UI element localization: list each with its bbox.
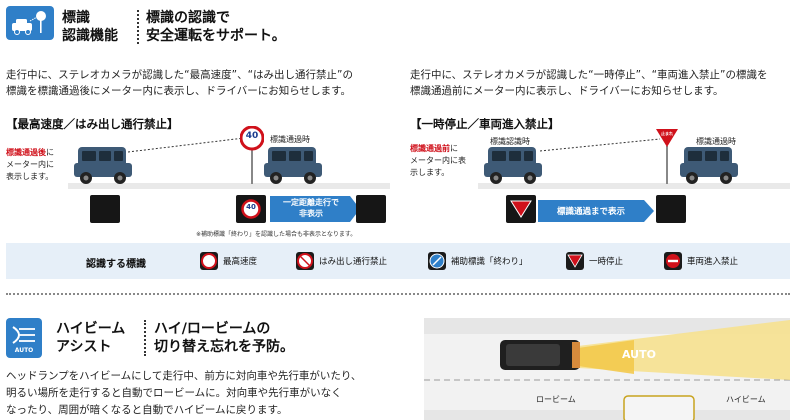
left-note-line3: 表示します。 [6, 172, 54, 181]
right-label-recognized: 標識認識時 [490, 137, 530, 146]
feature1-separator [137, 10, 139, 44]
left-footnote: ※補助標識「終わり」を認識した場合も非表示となります。 [196, 231, 357, 238]
right-para-line2: 標識通過前にメーター内に表示し、ドライバーにお知らせします。 [410, 85, 724, 97]
feature2-para-line2: 明るい場所を走行すると自動でロービームに。対向車や先行車がいなく [6, 387, 342, 399]
right-band-arrow [538, 200, 654, 222]
legend-label-no-entry: 車両進入禁止 [687, 257, 739, 267]
left-meter-on: 40 [236, 195, 266, 223]
right-note-line2: メーター内に表 [410, 156, 466, 165]
high-beam-illustration: AUTO ロービーム ハイビーム [424, 318, 790, 420]
left-band-arrow [270, 196, 360, 222]
feature2-title-line2: アシスト [56, 339, 112, 355]
feature1-desc-line1: 標識の認識で [146, 10, 230, 26]
left-note: 標識通過後に メーター内に 表示します。 [6, 147, 68, 183]
right-car-before [484, 147, 542, 184]
feature1-title: 標識 認識機能 [62, 9, 118, 45]
right-band-text: 標識通過まで表示 [556, 207, 625, 217]
left-road [68, 183, 390, 189]
right-stop-sign-text: 止まれ [661, 131, 673, 136]
feature2-para-line3: なったり、周囲が暗くなると自動でハイビームに戻ります。 [6, 404, 288, 416]
feature1-description: 標識の認識で 安全運転をサポート。 [146, 9, 286, 45]
right-section-heading: 【一時停止／車両進入禁止】 [410, 117, 560, 131]
feature2-paragraph: ヘッドランプをハイビームにして走行中、前方に対向車や先行車がいたり、 明るい場所… [6, 368, 416, 419]
right-note: 標識通過前に メーター内に表 示します。 [410, 143, 480, 179]
right-car-after [680, 147, 738, 184]
left-para-line1: 走行中に、ステレオカメラが認識した“最高速度”、“はみ出し通行禁止”の [6, 69, 353, 81]
left-band-line2: 非表示 [299, 209, 323, 218]
feature2-desc-line1: ハイ/ロービームの [154, 321, 271, 337]
sign-recognition-icon [6, 6, 54, 40]
right-road [478, 183, 790, 189]
feature2-title: ハイビーム アシスト [56, 320, 125, 356]
legend-item-stop: 一時停止 [566, 252, 623, 270]
section-divider [6, 293, 790, 295]
left-detection-line [128, 137, 245, 153]
recognized-signs-bar [6, 243, 790, 279]
high-beam-icon-text: AUTO [14, 346, 34, 354]
recognized-signs-title: 認識する標識 [86, 259, 146, 270]
left-note-suffix: に [46, 148, 54, 157]
right-stop-sign: 止まれ [656, 128, 678, 184]
left-car-after [264, 147, 322, 184]
no-entry-icon [664, 252, 682, 270]
legend-item-no-overtaking: はみ出し通行禁止 [296, 252, 387, 270]
feature1-title-line1: 標識 [62, 10, 90, 26]
feature2-para-line1: ヘッドランプをハイビームにして走行中、前方に対向車や先行車がいたり、 [6, 370, 362, 382]
left-meter-on-value: 40 [246, 203, 256, 211]
right-para-line1: 走行中に、ステレオカメラが認識した“一時停止”、“車両進入禁止”の標識を [410, 69, 768, 81]
left-para-line2: 標識を標識通過後にメーター内に表示し、ドライバーにお知らせします。 [6, 85, 352, 97]
left-speed-sign-value: 40 [245, 131, 259, 141]
legend-label-speed-limit: 最高速度 [223, 257, 258, 267]
left-note-red: 標識通過後 [6, 148, 46, 157]
right-meter-on [506, 195, 536, 223]
feature1-title-line2: 認識機能 [62, 28, 118, 44]
feature2-separator [144, 320, 146, 356]
left-sign-label: 標識通過時 [270, 135, 310, 144]
low-beam-label: ロービーム [536, 395, 576, 404]
legend-label-stop: 一時停止 [589, 257, 624, 267]
left-note-line2: メーター内に [6, 160, 54, 169]
stop-sign-icon [566, 252, 584, 270]
right-paragraph: 走行中に、ステレオカメラが認識した“一時停止”、“車両進入禁止”の標識を 標識通… [410, 67, 788, 99]
legend-item-end-restriction: 補助標識「終わり」 [428, 252, 528, 270]
feature2-desc-line2: 切り替え忘れを予防。 [154, 339, 294, 355]
left-band-line1: 一定距離走行で [283, 198, 339, 207]
left-band-text: 一定距離走行で 非表示 [270, 197, 352, 219]
left-meter-off [90, 195, 120, 223]
legend-label-end-restriction: 補助標識「終わり」 [451, 257, 528, 267]
left-section-heading: 【最高速度／はみ出し通行禁止】 [6, 117, 179, 131]
feature1-desc-line2: 安全運転をサポート。 [146, 28, 286, 44]
right-detection-line [540, 138, 661, 152]
left-car-before [74, 147, 132, 184]
speed-limit-icon [200, 252, 218, 270]
no-overtaking-icon [296, 252, 314, 270]
legend-label-no-overtaking: はみ出し通行禁止 [319, 257, 388, 267]
left-paragraph: 走行中に、ステレオカメラが認識した“最高速度”、“はみ出し通行禁止”の 標識を標… [6, 67, 398, 99]
feature2-description: ハイ/ロービームの 切り替え忘れを予防。 [154, 320, 294, 356]
right-note-suffix: に [450, 144, 458, 153]
legend-item-no-entry: 車両進入禁止 [664, 252, 738, 270]
right-note-red: 標識通過前 [410, 144, 450, 153]
legend-item-speed-limit: 最高速度 [200, 252, 257, 270]
high-beam-label: ハイビーム [726, 395, 766, 404]
left-speed-sign: 40 [239, 125, 265, 184]
beam-auto-label: AUTO [622, 348, 656, 361]
feature2-title-line1: ハイビーム [56, 321, 126, 337]
end-restriction-icon [428, 252, 446, 270]
right-label-passing: 標識通過時 [696, 137, 736, 146]
high-beam-assist-icon: AUTO [6, 318, 42, 358]
right-meter-off [656, 195, 686, 223]
right-note-line3: 示します。 [410, 168, 450, 177]
left-meter-hidden [356, 195, 386, 223]
